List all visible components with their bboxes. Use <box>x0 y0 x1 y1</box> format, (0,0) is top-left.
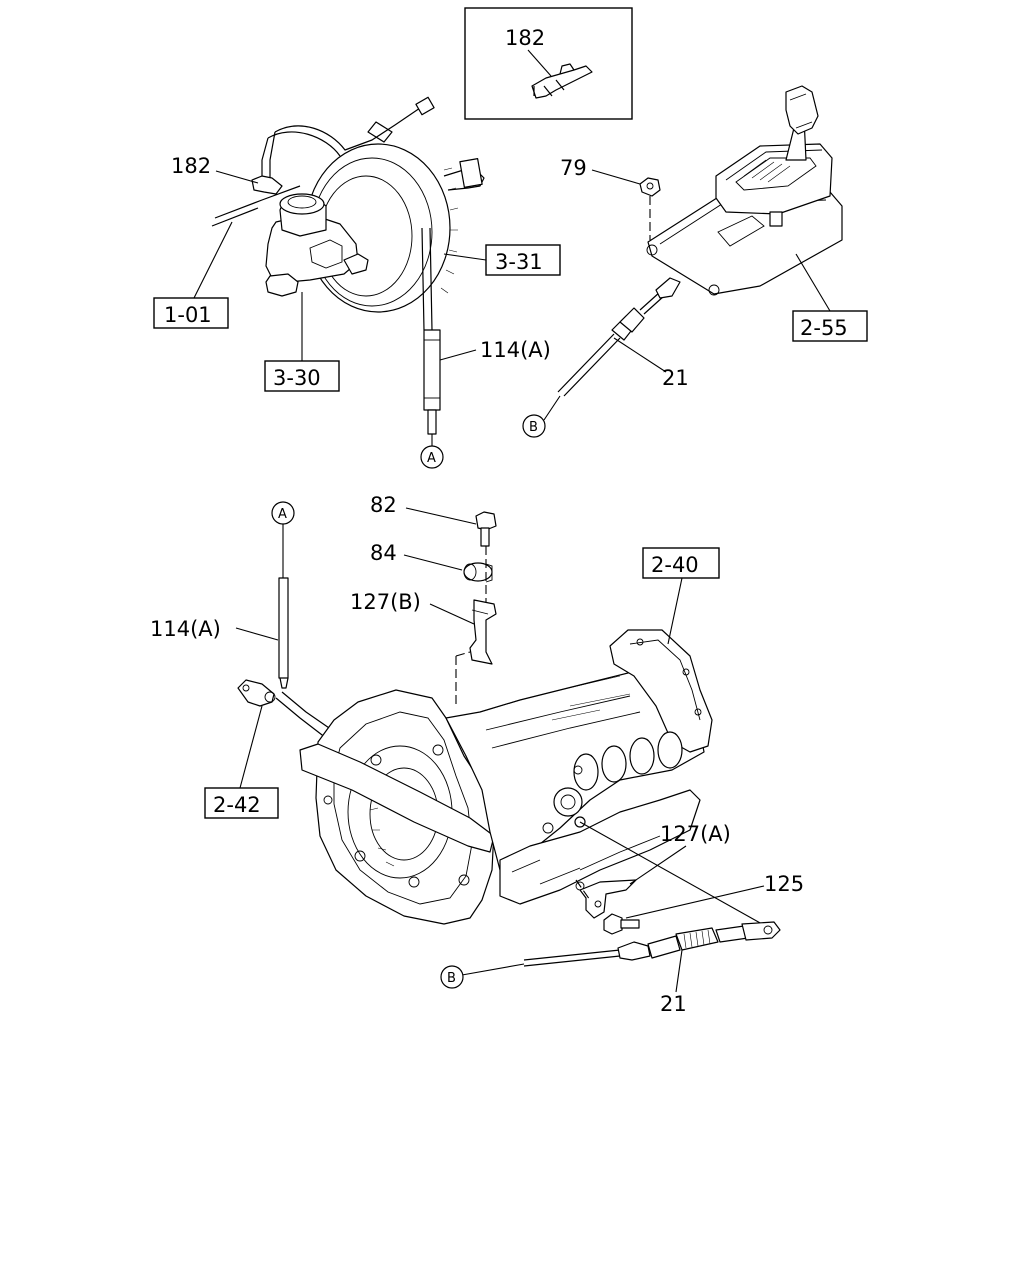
callout-21-top: 21 <box>662 366 689 390</box>
callout-182-inset: 182 <box>505 26 545 50</box>
ref-box-3-31 <box>485 244 561 276</box>
callout-2-55: 2-55 <box>800 316 848 340</box>
bolt-125-part <box>603 913 640 935</box>
callout-114a-bottom: 114(A) <box>150 617 221 641</box>
callout-127b: 127(B) <box>350 590 421 614</box>
clip-182-part <box>531 63 593 99</box>
callout-2-42: 2-42 <box>213 793 261 817</box>
callout-79: 79 <box>560 156 587 180</box>
ref-box-2-40 <box>642 547 720 579</box>
brake-booster-assembly <box>211 96 485 435</box>
ref-box-1-01 <box>153 297 229 329</box>
shift-cable-top <box>557 277 681 397</box>
ref-box-2-42 <box>204 787 279 819</box>
connector-b-top <box>522 414 546 438</box>
connector-b-top-label: B <box>529 420 538 435</box>
nut-79-part <box>639 177 661 197</box>
callout-3-30: 3-30 <box>273 366 321 390</box>
callout-125: 125 <box>764 872 804 896</box>
callout-21-bottom: 21 <box>660 992 687 1016</box>
inset-box: 182 <box>464 7 633 120</box>
transmission-2-40 <box>299 629 713 925</box>
callout-2-40: 2-40 <box>651 553 699 577</box>
connector-b-bottom-label: B <box>447 971 456 986</box>
shifter-assembly <box>646 85 843 296</box>
connector-a-top-label: A <box>427 451 436 466</box>
callout-84: 84 <box>370 541 397 565</box>
connector-a-bottom-label: A <box>278 507 287 522</box>
callout-127a: 127(A) <box>660 822 731 846</box>
connector-a-top <box>420 445 444 469</box>
shift-cable-bottom <box>523 921 781 967</box>
bolt-82-part <box>475 511 497 547</box>
callout-3-31: 3-31 <box>495 250 543 274</box>
bracket-127a-part <box>579 879 637 919</box>
connector-b-bottom <box>440 965 464 989</box>
callout-82: 82 <box>370 493 397 517</box>
bracket-127b-part <box>469 599 497 665</box>
callout-182: 182 <box>171 154 211 178</box>
callout-114a-top: 114(A) <box>480 338 551 362</box>
spacer-84-part <box>463 562 493 583</box>
callout-1-01: 1-01 <box>164 303 212 327</box>
hose-114a-bottom <box>278 577 289 689</box>
